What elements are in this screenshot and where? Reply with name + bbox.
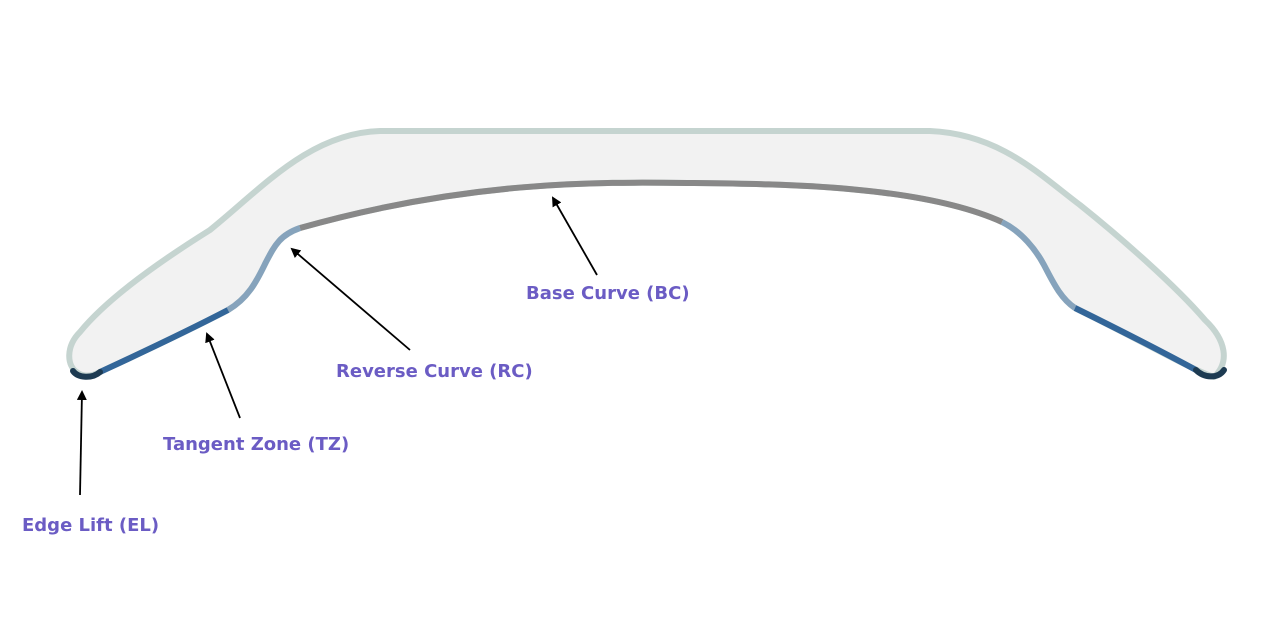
tangent-zone-label: Tangent Zone (TZ)	[163, 434, 350, 455]
tangent-zone-segment-left	[98, 307, 230, 375]
reverse-curve-segment-left	[226, 225, 302, 313]
base-curve-arrow	[552, 196, 598, 276]
base-curve-label: Base Curve (BC)	[526, 283, 690, 304]
base-curve-segment	[299, 179, 1004, 231]
reverse-curve-arrow	[290, 247, 411, 351]
tangent-zone-arrow	[205, 332, 241, 419]
edge-lift-segment-right	[1193, 367, 1227, 380]
edge-lift-label: Edge Lift (EL)	[22, 515, 160, 536]
edge-lift-arrow	[76, 390, 87, 496]
reverse-curve-segment-right	[1000, 219, 1077, 311]
lens-body	[66, 128, 1227, 380]
reverse-curve-label: Reverse Curve (RC)	[336, 361, 533, 382]
edge-lift-segment-left	[70, 368, 103, 380]
tangent-zone-segment-right	[1073, 305, 1198, 373]
